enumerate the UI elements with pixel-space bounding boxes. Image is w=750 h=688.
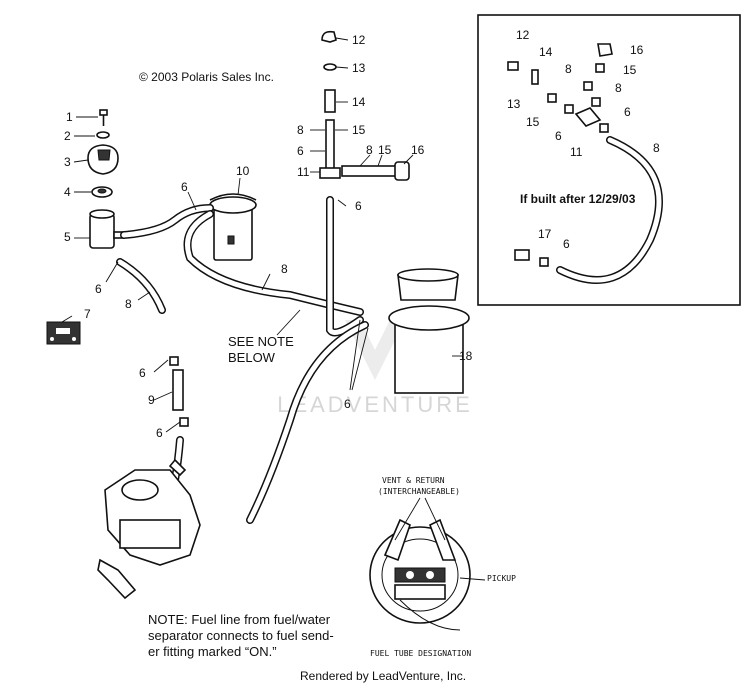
callout-2: 2 — [64, 129, 71, 143]
callout-6-left: 6 — [95, 282, 102, 296]
callout-6-low: 6 — [156, 426, 163, 440]
callout-15-pipe: 15 — [378, 143, 392, 157]
callout-6-pipe: 6 — [355, 199, 362, 213]
part-1-screw — [99, 109, 108, 126]
part-10-water-separator — [209, 193, 257, 261]
callout-8-hose: 8 — [281, 262, 288, 276]
callout-5: 5 — [64, 230, 71, 244]
inset-parts — [507, 43, 613, 267]
vent-label-line-2: (INTERCHANGEABLE) — [378, 487, 460, 496]
inset-caption: If built after 12/29/03 — [520, 192, 636, 206]
callout-14: 14 — [352, 95, 366, 109]
note-line-3: er fitting marked “ON.” — [148, 644, 277, 659]
inset-callout-6-mid: 6 — [555, 129, 562, 143]
callout-7: 7 — [84, 307, 91, 321]
callout-leaders — [61, 37, 463, 433]
callout-6-tank: 6 — [344, 397, 351, 411]
part-5-filter — [89, 209, 125, 249]
inset-callout-16: 16 — [630, 43, 644, 57]
inset-callout-15-mid: 15 — [526, 115, 540, 129]
callout-1: 1 — [66, 110, 73, 124]
callout-15-stack: 15 — [352, 123, 366, 137]
watermark-logo — [345, 320, 405, 380]
callout-12: 12 — [352, 33, 366, 47]
inset-callout-8-mid: 8 — [615, 81, 622, 95]
inset-callout-11: 11 — [570, 145, 583, 159]
inset-box — [477, 14, 741, 306]
part-4-nut — [91, 186, 113, 198]
callout-18: 18 — [459, 349, 473, 363]
callout-8-stack-b: 8 — [366, 143, 373, 157]
pickup-label: PICKUP — [487, 574, 516, 583]
engine-carburetor — [97, 458, 201, 600]
callout-11: 11 — [297, 165, 310, 179]
callout-16: 16 — [411, 143, 425, 157]
callout-8-stack-a: 8 — [297, 123, 304, 137]
inset-callout-13: 13 — [507, 97, 521, 111]
note-line-2: separator connects to fuel send- — [148, 628, 334, 643]
callout-3: 3 — [64, 155, 71, 169]
callout-6-mid: 6 — [139, 366, 146, 380]
callout-6-top: 6 — [181, 180, 188, 194]
see-note-line-1: SEE NOTE — [228, 334, 294, 349]
inset-callout-14: 14 — [539, 45, 553, 59]
fuel-tube-label: FUEL TUBE DESIGNATION — [370, 649, 472, 658]
part-18-fuel-tank — [388, 268, 470, 394]
callout-9: 9 — [148, 393, 155, 407]
watermark-text: LEADVENTURE — [277, 392, 473, 417]
part-3-cap — [87, 144, 119, 175]
callout-8-left: 8 — [125, 297, 132, 311]
inset-callout-8-right: 8 — [653, 141, 660, 155]
fuel-hose-group — [116, 136, 663, 534]
inset-callout-17: 17 — [538, 227, 552, 241]
inset-callout-6-right: 6 — [624, 105, 631, 119]
inset-callout-12: 12 — [516, 28, 530, 42]
inset-callout-6-bottom: 6 — [563, 237, 570, 251]
fuel-tube-designation-figure — [369, 497, 486, 631]
copyright-text: © 2003 Polaris Sales Inc. — [139, 70, 274, 84]
callout-6-stack: 6 — [297, 144, 304, 158]
inset-callout-15-top: 15 — [623, 63, 637, 77]
part-7-clamp — [46, 321, 81, 345]
vent-label-line-1: VENT & RETURN — [382, 476, 445, 485]
fuel-fittings-stack — [319, 30, 410, 181]
part-9-fitting — [169, 356, 189, 427]
see-note-line-2: BELOW — [228, 350, 275, 365]
callout-4: 4 — [64, 185, 71, 199]
part-2-washer — [96, 131, 110, 139]
callout-10: 10 — [236, 164, 250, 178]
footer-credit: Rendered by LeadVenture, Inc. — [300, 669, 467, 683]
inset-callout-8-top: 8 — [565, 62, 572, 76]
callout-13: 13 — [352, 61, 366, 75]
note-line-1: NOTE: Fuel line from fuel/water — [148, 612, 331, 627]
